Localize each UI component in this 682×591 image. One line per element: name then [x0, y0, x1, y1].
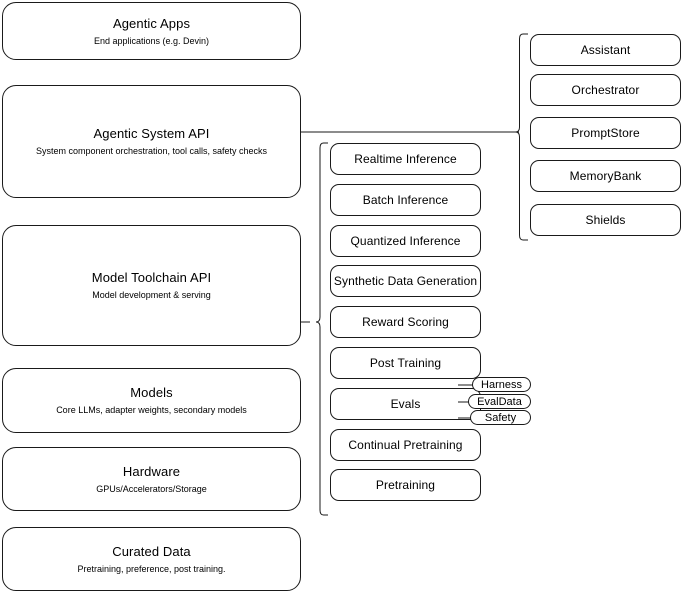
layer-title: Agentic Apps	[112, 15, 191, 31]
eval-pill-evaldata[interactable]: EvalData	[468, 394, 531, 409]
component-title: Synthetic Data Generation	[333, 273, 478, 288]
layer-models[interactable]: Models Core LLMs, adapter weights, secon…	[2, 368, 301, 433]
system-component-orchestrator[interactable]: Orchestrator	[530, 74, 681, 106]
component-title: PromptStore	[571, 125, 640, 140]
layer-title: Hardware	[122, 463, 181, 479]
layer-hardware[interactable]: Hardware GPUs/Accelerators/Storage	[2, 447, 301, 511]
layer-agentic-apps[interactable]: Agentic Apps End applications (e.g. Devi…	[2, 2, 301, 60]
toolchain-component-reward-scoring[interactable]: Reward Scoring	[330, 306, 481, 338]
layer-curated-data[interactable]: Curated Data Pretraining, preference, po…	[2, 527, 301, 591]
toolchain-component-continual-pretraining[interactable]: Continual Pretraining	[330, 429, 481, 461]
layer-model-toolchain-api[interactable]: Model Toolchain API Model development & …	[2, 225, 301, 346]
component-title: Post Training	[369, 355, 442, 370]
layer-agentic-system-api[interactable]: Agentic System API System component orch…	[2, 85, 301, 198]
layer-subtitle: Core LLMs, adapter weights, secondary mo…	[56, 405, 247, 415]
brace-toolchain-components	[315, 142, 328, 516]
toolchain-component-synthetic-data-generation[interactable]: Synthetic Data Generation	[330, 265, 481, 297]
toolchain-component-pretraining[interactable]: Pretraining	[330, 469, 481, 501]
system-component-shields[interactable]: Shields	[530, 204, 681, 236]
brace-system-components	[515, 33, 528, 241]
system-component-memorybank[interactable]: MemoryBank	[530, 160, 681, 192]
component-title: Assistant	[580, 42, 631, 57]
component-title: Continual Pretraining	[348, 437, 463, 452]
system-component-assistant[interactable]: Assistant	[530, 34, 681, 66]
layer-subtitle: Model development & serving	[92, 290, 211, 300]
component-title: Pretraining	[375, 477, 436, 492]
layer-subtitle: System component orchestration, tool cal…	[35, 146, 268, 156]
toolchain-component-batch-inference[interactable]: Batch Inference	[330, 184, 481, 216]
toolchain-component-evals[interactable]: Evals	[330, 388, 481, 420]
toolchain-component-post-training[interactable]: Post Training	[330, 347, 481, 379]
toolchain-component-realtime-inference[interactable]: Realtime Inference	[330, 143, 481, 175]
layer-title: Model Toolchain API	[91, 270, 212, 285]
component-title: Batch Inference	[362, 192, 449, 207]
layer-title: Agentic System API	[93, 126, 210, 141]
layer-title: Models	[130, 385, 173, 400]
component-title: Evals	[390, 396, 421, 411]
component-title: Realtime Inference	[354, 151, 457, 166]
layer-title: Curated Data	[112, 543, 191, 559]
eval-pill-safety[interactable]: Safety	[470, 410, 531, 425]
system-component-promptstore[interactable]: PromptStore	[530, 117, 681, 149]
layer-subtitle: Pretraining, preference, post training.	[77, 563, 226, 574]
component-title: Orchestrator	[571, 82, 640, 97]
component-title: Reward Scoring	[362, 314, 449, 329]
component-title: Shields	[585, 212, 626, 227]
eval-pill-harness[interactable]: Harness	[472, 377, 531, 392]
layer-subtitle: End applications (e.g. Devin)	[93, 35, 210, 46]
toolchain-component-quantized-inference[interactable]: Quantized Inference	[330, 225, 481, 257]
layer-subtitle: GPUs/Accelerators/Storage	[96, 483, 207, 494]
component-title: MemoryBank	[569, 168, 642, 183]
component-title: Quantized Inference	[350, 233, 461, 248]
